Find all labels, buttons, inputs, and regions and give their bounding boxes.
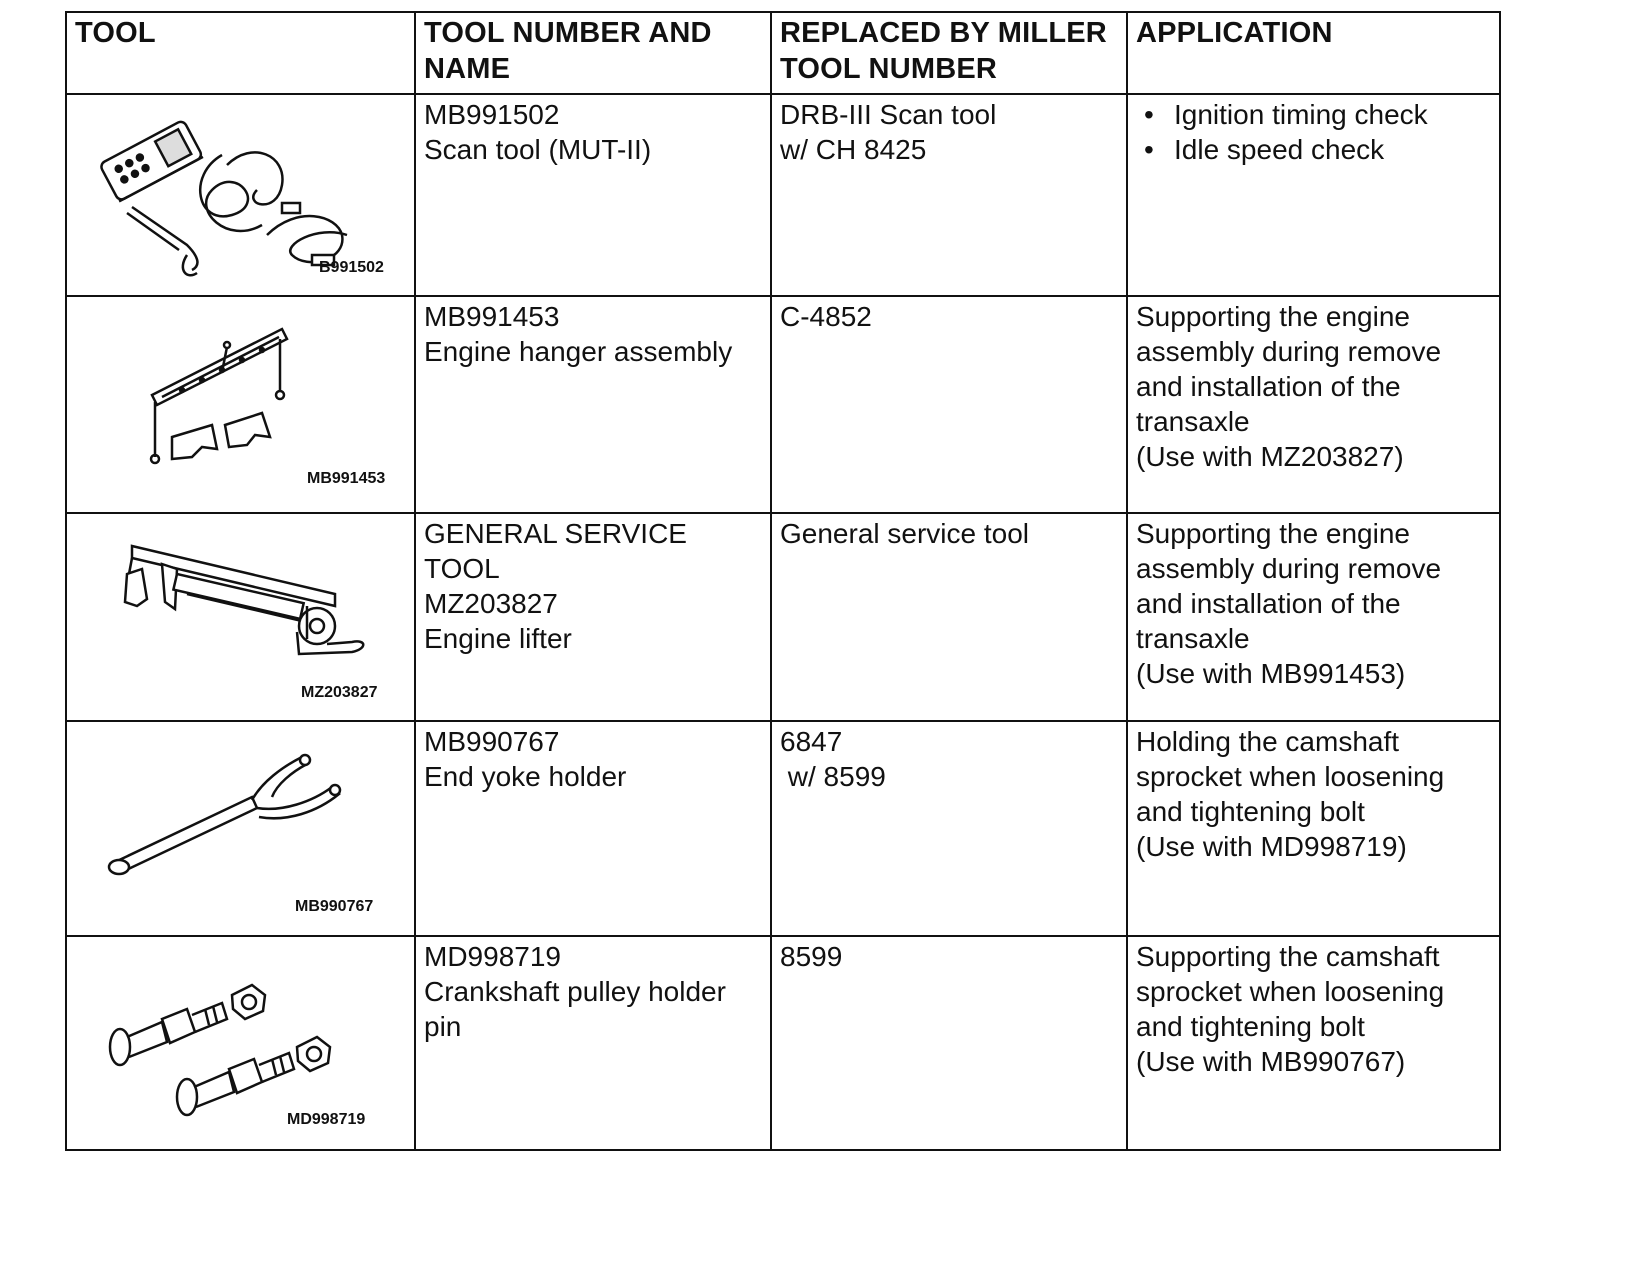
end-yoke-holder-icon bbox=[107, 753, 342, 876]
tool-image-label: B991502 bbox=[319, 259, 384, 276]
tool-number-and-name-cell: MD998719 Crankshaft pulley holder pin bbox=[414, 935, 772, 1151]
tool-number-and-name-cell: MB991453 Engine hanger assembly bbox=[414, 295, 772, 514]
table-row: MB991453 MB991453 Engine hanger assembly… bbox=[65, 295, 1501, 514]
application-cell: Supporting the camshaft sprocket when lo… bbox=[1126, 935, 1501, 1151]
application-bullet-list: Ignition timing check Idle speed check bbox=[1136, 97, 1491, 167]
header-tool-number-and-name: TOOL NUMBER AND NAME bbox=[414, 11, 772, 95]
application-cell: Holding the camshaft sprocket when loose… bbox=[1126, 720, 1501, 937]
application-cell: Supporting the engine assembly during re… bbox=[1126, 512, 1501, 722]
header-application: APPLICATION bbox=[1126, 11, 1501, 95]
table-row: MB990767 MB990767 End yoke holder 6847 w… bbox=[65, 720, 1501, 937]
tool-number-and-name-cell: MB990767 End yoke holder bbox=[414, 720, 772, 937]
miller-number-cell: General service tool bbox=[770, 512, 1128, 722]
tool-image-label: MD998719 bbox=[287, 1111, 366, 1128]
miller-number-cell: DRB-III Scan tool w/ CH 8425 bbox=[770, 93, 1128, 297]
tool-image-label: MB990767 bbox=[295, 898, 374, 915]
table-row: MZ203827 GENERAL SERVICE TOOL MZ203827 E… bbox=[65, 512, 1501, 722]
tool-image-cell: MB990767 bbox=[65, 720, 416, 937]
tool-number-and-name-cell: MB991502 Scan tool (MUT-II) bbox=[414, 93, 772, 297]
special-tools-table: TOOL TOOL NUMBER AND NAME REPLACED BY MI… bbox=[65, 11, 1501, 1151]
tool-image-cell: MB991453 bbox=[65, 295, 416, 514]
header-row: TOOL TOOL NUMBER AND NAME REPLACED BY MI… bbox=[65, 11, 1501, 95]
tool-image-cell: B991502 bbox=[65, 93, 416, 297]
tool-image-cell: MZ203827 bbox=[65, 512, 416, 722]
list-item: Idle speed check bbox=[1136, 132, 1491, 167]
table-row: B991502 MB991502 Scan tool (MUT-II) DRB-… bbox=[65, 93, 1501, 297]
tool-image-label: MB991453 bbox=[307, 470, 386, 487]
holder-pin-icon bbox=[108, 983, 332, 1117]
miller-number-cell: C-4852 bbox=[770, 295, 1128, 514]
engine-hanger-icon bbox=[149, 327, 289, 465]
tool-number-and-name-cell: GENERAL SERVICE TOOL MZ203827 Engine lif… bbox=[414, 512, 772, 722]
miller-number-cell: 8599 bbox=[770, 935, 1128, 1151]
list-item: Ignition timing check bbox=[1136, 97, 1491, 132]
table-row: MD998719 MD998719 Crankshaft pulley hold… bbox=[65, 935, 1501, 1151]
miller-number-cell: 6847 w/ 8599 bbox=[770, 720, 1128, 937]
header-replaced-by-miller: REPLACED BY MILLER TOOL NUMBER bbox=[770, 11, 1128, 95]
tool-image-cell: MD998719 bbox=[65, 935, 416, 1151]
header-tool: TOOL bbox=[65, 11, 416, 95]
application-cell: Supporting the engine assembly during re… bbox=[1126, 295, 1501, 514]
tool-image-label: MZ203827 bbox=[301, 684, 378, 701]
engine-lifter-icon bbox=[123, 544, 365, 656]
scan-tool-icon bbox=[100, 120, 348, 277]
application-cell: Ignition timing check Idle speed check bbox=[1126, 93, 1501, 297]
